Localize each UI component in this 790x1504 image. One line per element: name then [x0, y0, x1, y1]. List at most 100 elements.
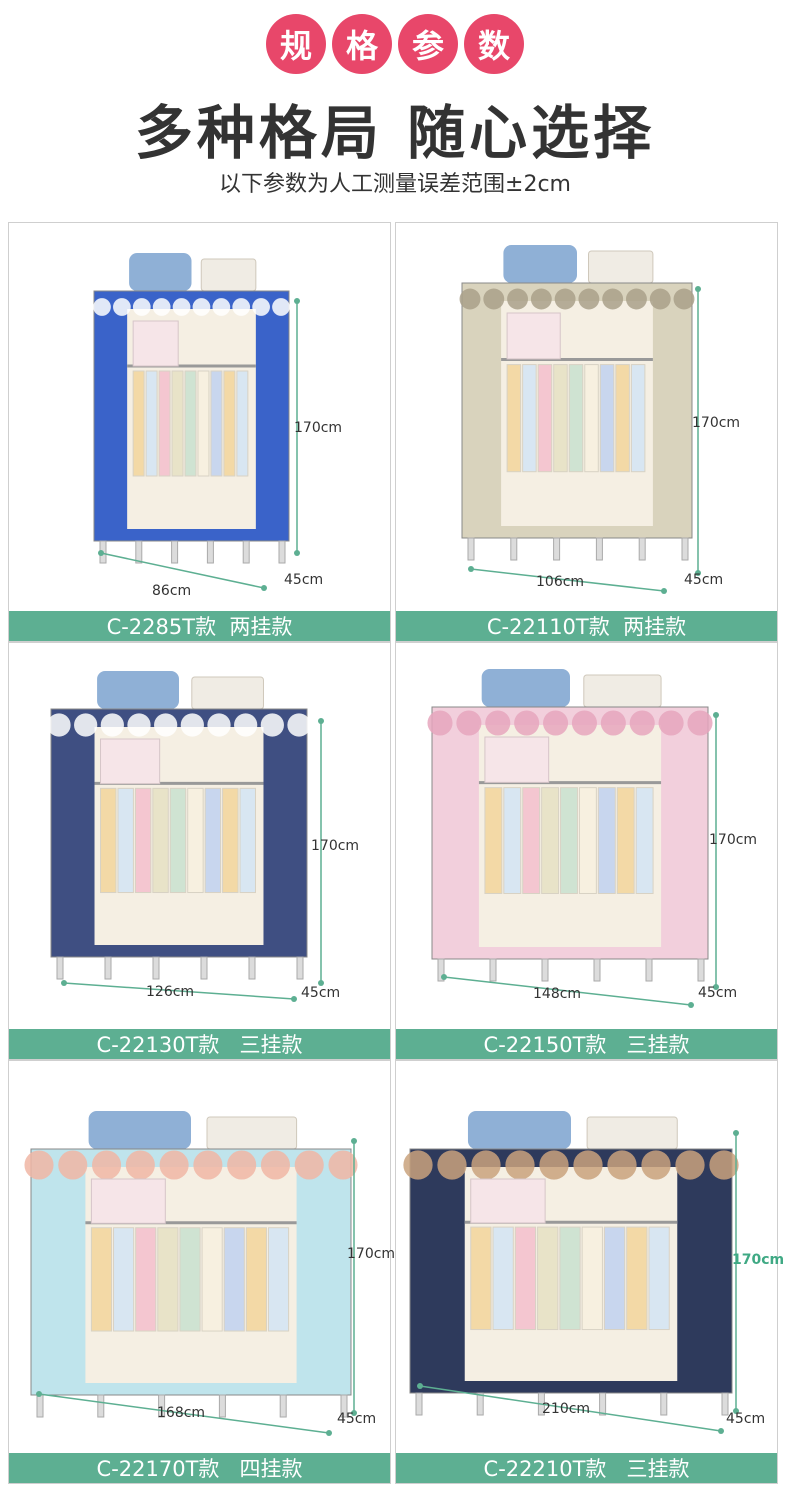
dimension-dot	[318, 718, 324, 724]
hanging-shirt	[201, 1227, 223, 1332]
valance-scallop	[260, 713, 284, 737]
product-card-c22110t[interactable]: 170cm 106cm 45cm C-22110T款 两挂款	[395, 222, 778, 642]
hanging-shirt	[222, 787, 239, 894]
hanging-shirt	[648, 1226, 670, 1331]
valance-scallop	[100, 713, 124, 737]
hanging-shirt	[522, 787, 541, 894]
hanging-shirt	[541, 787, 560, 894]
valance-scallop	[47, 713, 71, 737]
page-title: 多种格局 随心选择	[134, 99, 656, 167]
height-dim: 170cm	[709, 832, 758, 848]
valance-scallop	[252, 298, 270, 316]
valance-scallop	[207, 713, 231, 737]
dimension-dot	[261, 585, 267, 591]
dimension-dot	[351, 1138, 357, 1144]
storage-bag-icon	[97, 671, 179, 709]
dimension-dot	[713, 712, 719, 718]
wardrobe-leg	[340, 1394, 348, 1418]
wardrobe-leg	[242, 540, 250, 564]
dimension-dot	[294, 298, 300, 304]
hanging-shirt	[470, 1226, 492, 1331]
wardrobe-image	[459, 245, 701, 594]
hanging-shirt	[514, 1226, 537, 1331]
wardrobe-image	[427, 669, 719, 1008]
product-card-c22150t[interactable]: 170cm 148cm 45cm C-22150T款 三挂款	[395, 642, 778, 1060]
height-dim: 170cm	[347, 1246, 396, 1262]
valance-scallop	[471, 1150, 501, 1180]
hanging-shirt	[537, 364, 553, 473]
wardrobe-leg	[599, 1392, 607, 1416]
wardrobe-leg	[467, 537, 475, 561]
valance-scallop	[154, 713, 178, 737]
wardrobe-image	[24, 1111, 358, 1436]
hanging-shirt	[616, 787, 635, 894]
hanging-shirt	[100, 787, 117, 894]
model-label: C-22210T款 三挂款	[396, 1453, 777, 1483]
wardrobe-leg	[152, 956, 160, 980]
product-card-c22130t[interactable]: 170cm 126cm 45cm C-22130T款 三挂款	[8, 642, 391, 1060]
dimension-dot	[326, 1430, 332, 1436]
depth-dim: 45cm	[698, 985, 738, 1001]
hanging-shirt	[210, 370, 223, 477]
valance-scallop	[607, 1150, 637, 1180]
wardrobe-leg	[200, 956, 208, 980]
hanging-shirt	[90, 1227, 113, 1332]
hanging-shirt	[117, 787, 134, 894]
wardrobe-leg	[510, 537, 518, 561]
valance-scallop	[260, 1150, 290, 1180]
valance-scallop	[485, 710, 511, 736]
folded-clothes	[90, 1178, 166, 1224]
hanging-shirt	[158, 370, 171, 477]
hanging-shirt	[568, 364, 584, 473]
hanging-shirt	[584, 364, 599, 473]
dimension-dot	[688, 1002, 694, 1008]
storage-box-icon	[583, 674, 662, 708]
wardrobe-image	[403, 1111, 739, 1434]
hanging-shirt	[197, 370, 210, 477]
hanging-shirt	[132, 370, 145, 477]
product-card-c22170t[interactable]: 170cm 168cm 45cm C-22170T款 四挂款	[8, 1060, 395, 1484]
hanging-shirt	[615, 364, 630, 473]
valance-scallop	[427, 710, 453, 736]
storage-box-icon	[206, 1116, 298, 1150]
hanging-shirt	[559, 1226, 581, 1331]
hanging-shirt	[626, 1226, 648, 1331]
width-dimension-line	[470, 568, 665, 592]
depth-dim: 45cm	[301, 985, 341, 1001]
wardrobe-image	[93, 253, 300, 591]
wardrobe-leg	[697, 958, 705, 982]
model-label: C-22170T款 四挂款	[9, 1453, 390, 1483]
product-card-c22210t[interactable]: 170cm 210cm 45cm C-22210T款 三挂款	[395, 1060, 784, 1484]
width-dim: 168cm	[157, 1405, 206, 1421]
hanging-shirt	[145, 370, 158, 477]
valance-scallop	[459, 288, 481, 310]
dimension-dot	[294, 550, 300, 556]
hanging-shirt	[581, 1226, 603, 1331]
valance-scallop	[272, 298, 290, 316]
hanging-shirt	[560, 787, 578, 894]
hanging-shirt	[135, 1227, 157, 1332]
valance-scallop	[483, 288, 505, 310]
badge-4: 数	[464, 14, 524, 74]
product-card-c2285t[interactable]: 170cm 86cm 45cm C-2285T款 两挂款	[8, 222, 391, 642]
wardrobe-leg	[97, 1394, 105, 1418]
valance-scallop	[625, 288, 647, 310]
hanging-shirt	[239, 787, 256, 894]
dimension-dot	[351, 1410, 357, 1416]
valance-scallop	[600, 710, 626, 736]
valance-scallop	[152, 298, 171, 316]
width-dim: 106cm	[536, 574, 585, 590]
hanging-shirt	[597, 787, 616, 894]
badge-2: 格	[332, 14, 392, 74]
wardrobe-leg	[489, 958, 497, 982]
hanging-shirt	[171, 370, 184, 477]
dimension-dot	[695, 286, 701, 292]
wardrobe-image	[47, 671, 324, 1002]
depth-dim: 45cm	[284, 572, 324, 588]
folded-clothes	[100, 738, 161, 785]
width-dim: 86cm	[152, 583, 192, 599]
valance-scallop	[159, 1150, 189, 1180]
valance-scallop	[629, 710, 655, 736]
hanging-shirt	[522, 364, 537, 473]
height-dim: 170cm	[692, 415, 741, 431]
